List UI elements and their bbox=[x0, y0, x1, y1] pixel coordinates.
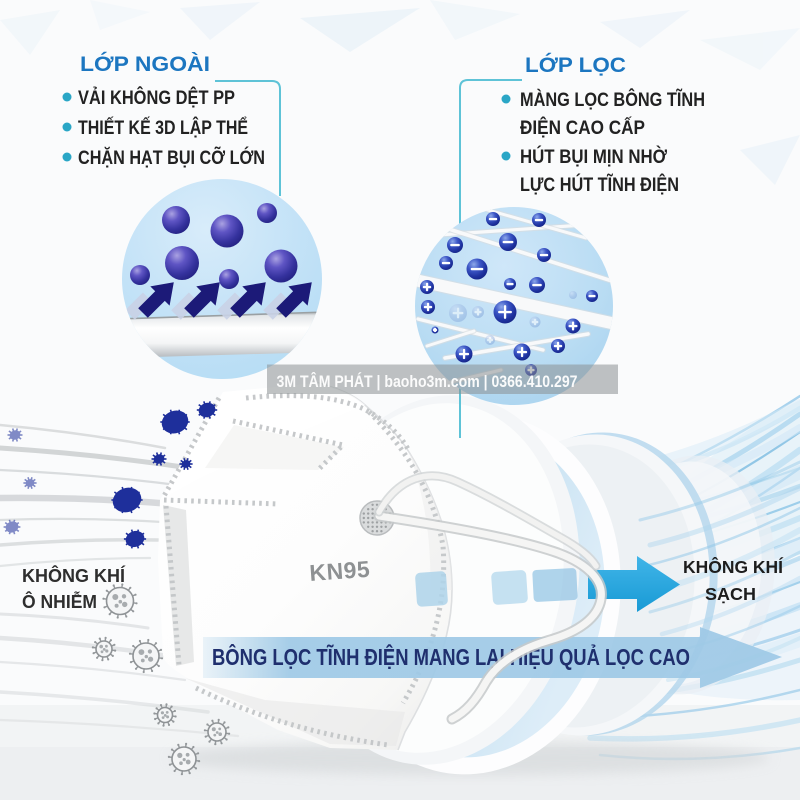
svg-text:LỰC HÚT TĨNH ĐIỆN: LỰC HÚT TĨNH ĐIỆN bbox=[520, 174, 679, 196]
svg-text:Ô NHIỄM: Ô NHIỄM bbox=[22, 591, 97, 612]
svg-text:KHÔNG KHÍ: KHÔNG KHÍ bbox=[683, 556, 784, 577]
svg-text:HÚT BỤI MỊN NHỜ: HÚT BỤI MỊN NHỜ bbox=[520, 146, 668, 168]
svg-text:LỚP LỌC: LỚP LỌC bbox=[525, 53, 626, 77]
svg-text:3M TÂM PHÁT | baoho3m.com | 03: 3M TÂM PHÁT | baoho3m.com | 0366.410.297 bbox=[277, 372, 578, 391]
svg-text:LỚP NGOÀI: LỚP NGOÀI bbox=[80, 52, 210, 76]
svg-text:VẢI KHÔNG DỆT PP: VẢI KHÔNG DỆT PP bbox=[78, 87, 235, 109]
svg-text:CHẶN HẠT BỤI CỠ LỚN: CHẶN HẠT BỤI CỠ LỚN bbox=[78, 147, 265, 169]
svg-text:KHÔNG KHÍ: KHÔNG KHÍ bbox=[22, 565, 126, 586]
svg-text:BÔNG LỌC TĨNH ĐIỆN MANG LẠI HI: BÔNG LỌC TĨNH ĐIỆN MANG LẠI HIỆU QUẢ LỌC… bbox=[212, 642, 690, 670]
svg-text:SẠCH: SẠCH bbox=[705, 584, 756, 604]
svg-text:KN95: KN95 bbox=[309, 556, 371, 586]
svg-text:MÀNG LỌC BÔNG TĨNH: MÀNG LỌC BÔNG TĨNH bbox=[520, 89, 705, 111]
svg-text:THIẾT KẾ 3D LẬP THỂ: THIẾT KẾ 3D LẬP THỂ bbox=[78, 117, 248, 139]
svg-text:ĐIỆN CAO CẤP: ĐIỆN CAO CẤP bbox=[520, 117, 645, 139]
